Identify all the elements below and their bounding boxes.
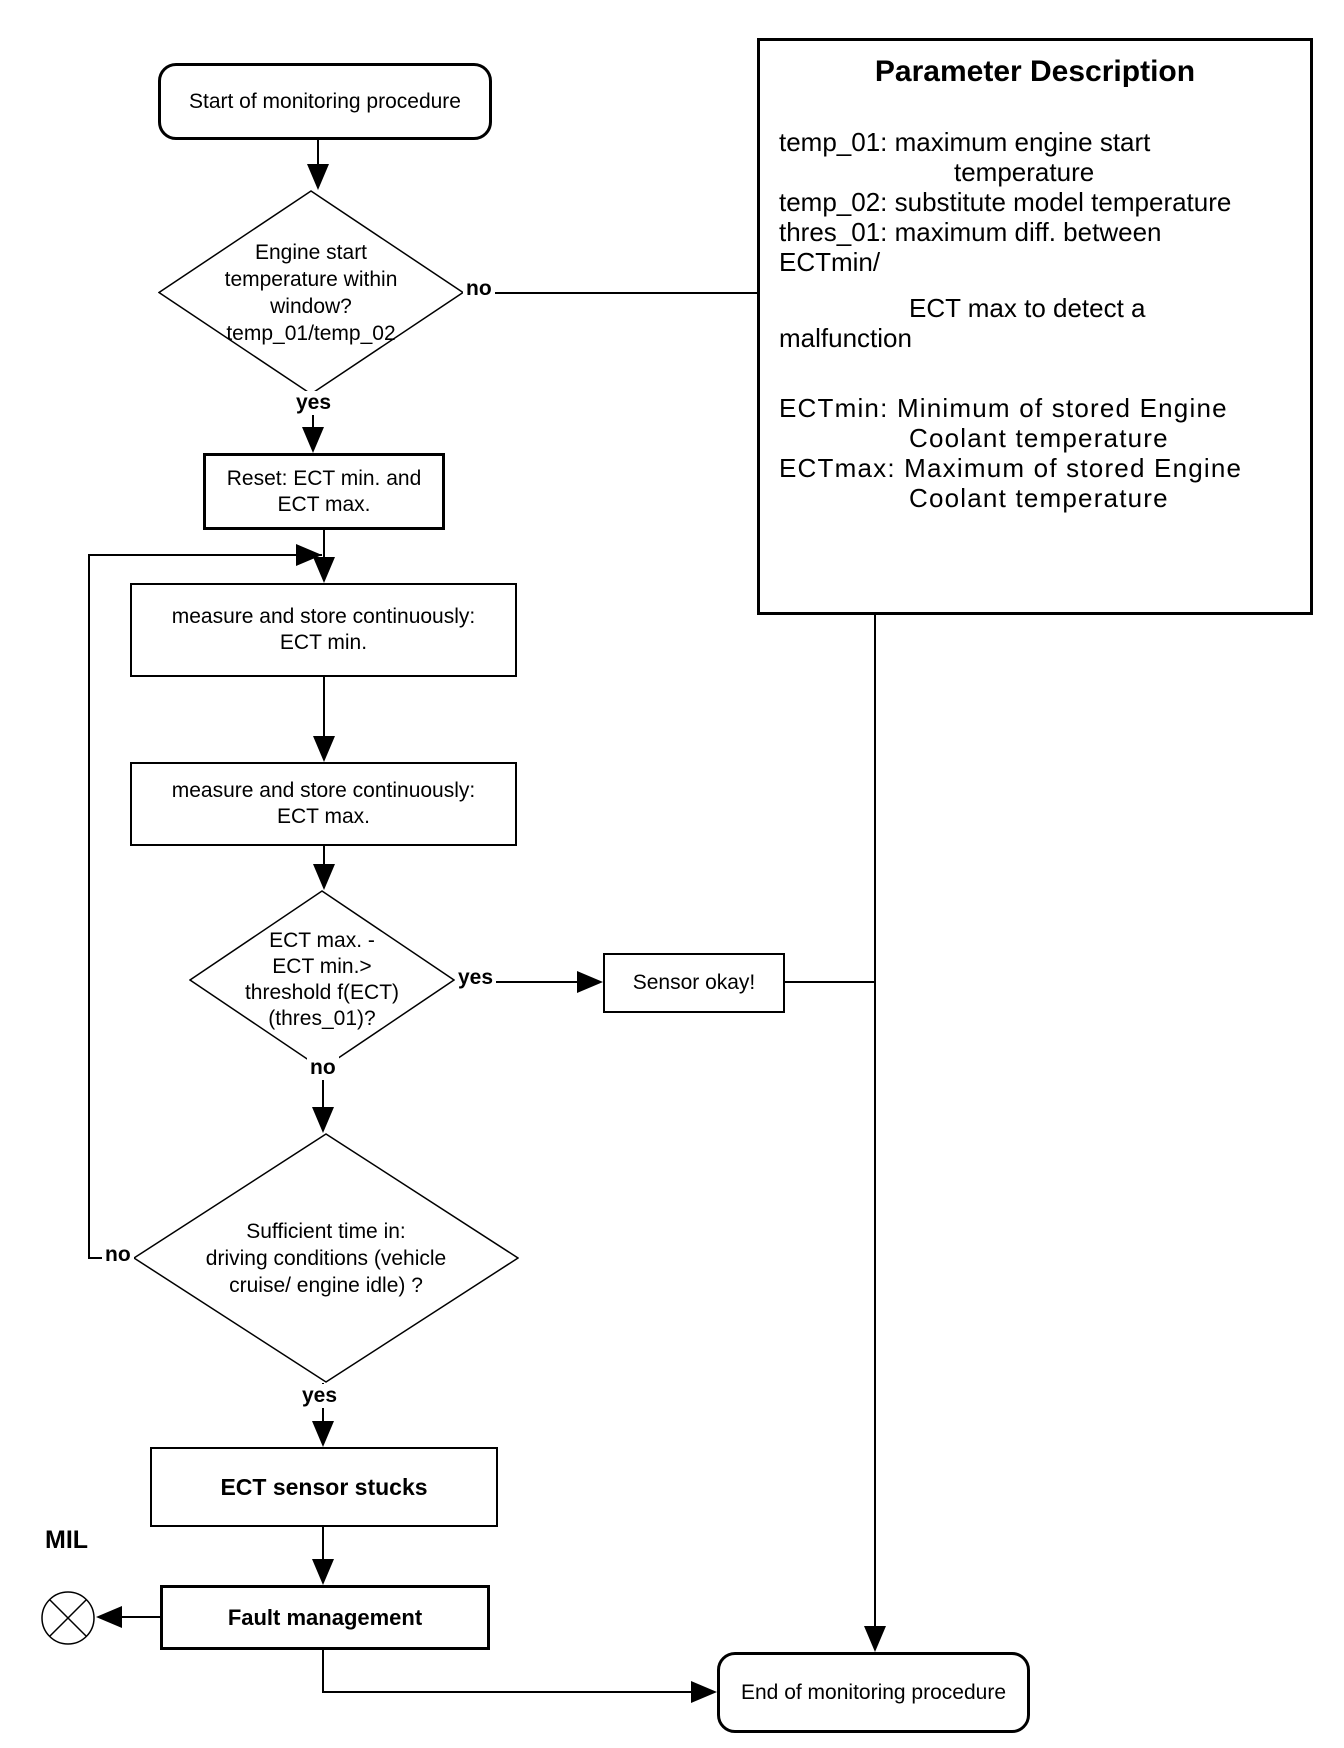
end-node: End of monitoring procedure	[717, 1652, 1030, 1733]
arrowhead-into-reset	[302, 427, 324, 453]
param-line: ECTmin: Minimum of stored Engine	[779, 393, 1228, 423]
param-line: ECTmin/	[779, 247, 881, 277]
param-line: ECT max to detect a	[909, 293, 1146, 323]
connector-fault-down	[322, 1650, 324, 1693]
connector-decision1-no	[463, 292, 757, 294]
param-line: malfunction	[779, 323, 912, 353]
connector-stucks-to-fault	[322, 1527, 324, 1561]
connector-decision2-no	[322, 1070, 324, 1109]
parameter-description-title: Parameter Description	[874, 55, 1196, 88]
arrowhead-into-sensor-okay	[577, 971, 603, 993]
connector-reset-to-measure-min	[323, 530, 325, 560]
connector-measure-max-to-decision2	[323, 845, 325, 866]
arrowhead-start-to-decision1	[307, 164, 329, 190]
measure-ect-max-node: measure and store continuously: ECT max.	[130, 762, 517, 846]
edge-label-no-threshold: no	[307, 1056, 339, 1080]
arrowhead-into-end	[864, 1626, 886, 1652]
connector-measure-min-to-max	[323, 677, 325, 738]
mil-lamp-icon	[40, 1590, 96, 1651]
param-line: thres_01: maximum diff. between	[779, 217, 1162, 247]
arrowhead-into-fault	[312, 1559, 334, 1585]
arrowhead-into-mil	[96, 1606, 122, 1628]
ect-sensor-stucks-node: ECT sensor stucks	[150, 1447, 498, 1527]
arrowhead-into-decision3	[312, 1107, 334, 1133]
connector-loop-top	[88, 554, 322, 556]
connector-decision2-yes	[455, 981, 577, 983]
param-line: Coolant temperature	[909, 423, 1169, 453]
sensor-okay-node: Sensor okay!	[603, 953, 785, 1013]
parameter-description-body: temp_01: maximum engine start temperatur…	[760, 127, 1310, 513]
decision-sufficient-time: Sufficient time in: driving conditions (…	[133, 1133, 519, 1383]
edge-label-yes-sufficient-time: yes	[299, 1384, 341, 1408]
arrowhead-into-measure-max	[313, 736, 335, 762]
fault-management-node: Fault management	[160, 1585, 490, 1650]
param-line: ECTmax: Maximum of stored Engine	[779, 453, 1243, 483]
connector-sensor-okay-to-right	[785, 981, 875, 983]
parameter-description-panel: Parameter Description temp_01: maximum e…	[757, 38, 1313, 615]
arrowhead-into-sensor-stucks	[312, 1421, 334, 1447]
start-node: Start of monitoring procedure	[158, 63, 492, 140]
decision-threshold: ECT max. - ECT min.> threshold f(ECT) (t…	[189, 890, 455, 1070]
decision-sufficient-time-label: Sufficient time in: driving conditions (…	[205, 1219, 447, 1297]
arrowhead-into-end-left	[691, 1681, 717, 1703]
connector-loop-vertical	[88, 554, 90, 1259]
measure-ect-min-node: measure and store continuously: ECT min.	[130, 583, 517, 677]
decision-engine-start-temperature: Engine start temperature within window? …	[158, 190, 464, 395]
edge-label-yes-engine-start: yes	[293, 391, 335, 415]
param-line: temp_02: substitute model temperature	[779, 187, 1232, 217]
connector-right-vertical	[874, 615, 876, 1628]
param-line: Coolant temperature	[909, 483, 1169, 513]
decision-engine-start-label: Engine start temperature within window? …	[224, 240, 398, 345]
mil-label: MIL	[45, 1526, 89, 1554]
param-line: temperature	[954, 157, 1095, 187]
reset-node: Reset: ECT min. and ECT max.	[203, 453, 445, 530]
param-line: temp_01: maximum engine start	[779, 127, 1151, 157]
arrowhead-loop-junction	[296, 544, 322, 566]
connector-fault-to-end	[322, 1691, 692, 1693]
connector-start-to-decision1	[317, 140, 319, 168]
connector-fault-to-mil	[120, 1616, 160, 1618]
edge-label-no-sufficient-time: no	[102, 1243, 134, 1267]
arrowhead-into-decision2	[313, 864, 335, 890]
edge-label-no-engine-start: no	[463, 277, 495, 301]
decision-threshold-label: ECT max. - ECT min.> threshold f(ECT) (t…	[244, 929, 400, 1030]
diamond-shape	[133, 1133, 519, 1383]
edge-label-yes-threshold: yes	[455, 966, 497, 990]
